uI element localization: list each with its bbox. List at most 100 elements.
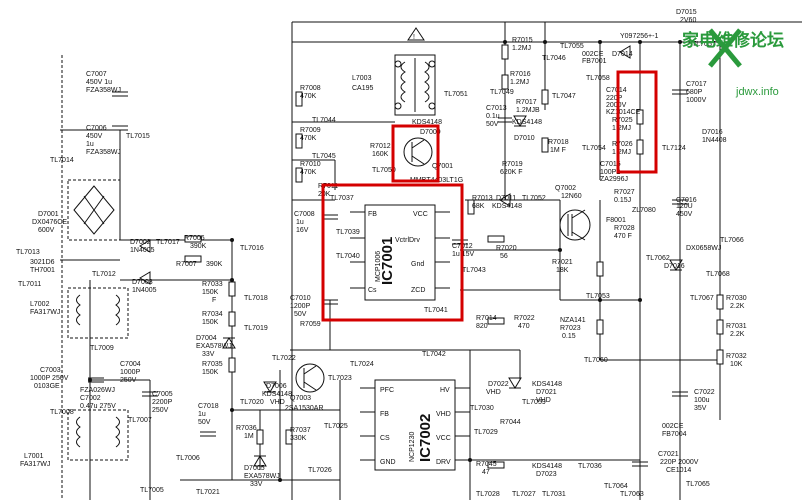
ic7002-pin-r2: VCC [436, 435, 451, 442]
label-20: 50V [486, 121, 499, 128]
label-43: D7016 [702, 129, 723, 136]
label-196: 47 [482, 469, 490, 476]
label-54: TL7044 [312, 117, 336, 124]
label-55: TL7045 [312, 153, 336, 160]
warning-icon: ! [413, 34, 415, 41]
label-148: C7003 [40, 367, 61, 374]
label-205: TL7065 [686, 481, 710, 488]
ic7001-name: IC7001 [379, 237, 396, 285]
capacitors [88, 89, 688, 467]
ic7001-part: MCP1006 [375, 251, 382, 282]
label-53: 470K [300, 169, 317, 176]
label-69: D7011 [496, 195, 516, 202]
highlight-box-q7001 [391, 124, 440, 183]
label-128: TL7012 [92, 271, 116, 278]
label-79: 56 [500, 253, 508, 260]
ic7001-pin-l1: TL7039 [336, 229, 360, 236]
label-121: R7006 [184, 235, 205, 242]
label-51: 470K [300, 135, 317, 142]
label-145: 50V [294, 311, 307, 318]
label-30: 2000V [606, 102, 627, 109]
label-116: TH7001 [30, 267, 55, 274]
label-89: TL7062 [646, 255, 670, 262]
label-14: 1.2MJB [516, 107, 540, 114]
q7002-part: 12N60 [561, 193, 582, 200]
transformer-l7003: ! [394, 27, 436, 116]
label-13: R7017 [516, 99, 537, 106]
label-153: 250V [120, 377, 137, 384]
label-204: TL7063 [620, 491, 644, 498]
label-37: 100P2 [600, 169, 620, 176]
q7001-ref: Q7001 [432, 163, 453, 170]
label-21: KDS4148 [512, 119, 542, 126]
label-0: D7015 [676, 9, 697, 16]
label-49: 470K [300, 93, 317, 100]
label-38: ZA2996J [600, 176, 628, 183]
label-131: F [212, 297, 216, 304]
highlight-box-ic7001 [321, 183, 464, 322]
label-159: 250V [152, 407, 169, 414]
ic7001: FB TL7039 TL7040 Cs VCC VctrlDrv Gnd ZCD… [336, 204, 450, 301]
label-71: TL7052 [522, 195, 546, 202]
label-208: CE1014 [666, 467, 691, 474]
label-162: L7001 [24, 453, 44, 460]
label-46: CA195 [352, 85, 374, 92]
label-92: TL7041 [424, 307, 448, 314]
label-101: TL7060 [584, 357, 608, 364]
label-120: TL7017 [156, 239, 180, 246]
label-45: L7003 [352, 75, 372, 82]
label-158: 2200P [152, 399, 173, 406]
label-221: DX0658WJ [686, 245, 721, 252]
q7003-part: 2SA1530AR [285, 405, 324, 412]
label-150: 0103GE [34, 383, 60, 390]
label-90: D7016 [664, 263, 685, 270]
label-96: 470 [518, 323, 530, 330]
ic7001-pin-l2: TL7040 [336, 253, 360, 260]
label-27: TL7054 [582, 145, 606, 152]
label-156: 0.47u 275V [80, 403, 116, 410]
label-219: FB7004 [662, 431, 687, 438]
label-181: EXA578WJ [244, 473, 280, 480]
label-210: 2.2K [730, 303, 745, 310]
label-108: FZA358WJ [86, 149, 121, 156]
label-8: R7015 [512, 37, 533, 44]
ic7002-pin-l0: PFC [380, 387, 394, 394]
label-193: R7044 [500, 419, 521, 426]
label-82: TL7043 [462, 267, 486, 274]
label-100: TL7042 [422, 351, 446, 358]
label-95: R7022 [514, 315, 535, 322]
label-169: KDS4148 [262, 391, 292, 398]
bridge-rectifier-d7001 [67, 179, 121, 241]
ic7002-part: NCP1230 [409, 432, 416, 462]
label-65: 16V [296, 227, 309, 234]
label-105: C7006 [86, 125, 107, 132]
label-110: TL7014 [50, 157, 74, 164]
label-171: TL7020 [240, 399, 264, 406]
label-93: R7014 [476, 315, 497, 322]
label-31: KZ1014CE [606, 109, 641, 116]
label-10: TL7046 [542, 55, 566, 62]
label-157: C7005 [152, 391, 173, 398]
label-26: 620K F [500, 169, 523, 176]
label-202: TL7031 [542, 491, 566, 498]
label-197: KDS4148 [532, 463, 562, 470]
label-64: 1u [296, 219, 304, 226]
label-152: 1000P [120, 369, 141, 376]
label-192: VHD [536, 397, 551, 404]
wrench-screwdriver-icon [708, 28, 742, 68]
highlight-box-r7025 [616, 70, 658, 174]
label-57: D7009 [420, 129, 441, 136]
resistors [184, 44, 724, 469]
label-117: TL7011 [18, 281, 41, 288]
transistor-q7002: Q7002 12N60 [555, 185, 591, 241]
label-187: VHD [486, 389, 501, 396]
label-33: 1.2MJ [612, 125, 631, 132]
label-199: TL7036 [578, 463, 602, 470]
label-127: TL7016 [240, 245, 264, 252]
label-87: 450V [676, 211, 693, 218]
label-174: 50V [198, 419, 211, 426]
label-134: 150K [202, 319, 219, 326]
watermark-title: 家电维修论坛 [682, 30, 784, 50]
label-72: R7027 [614, 189, 635, 196]
